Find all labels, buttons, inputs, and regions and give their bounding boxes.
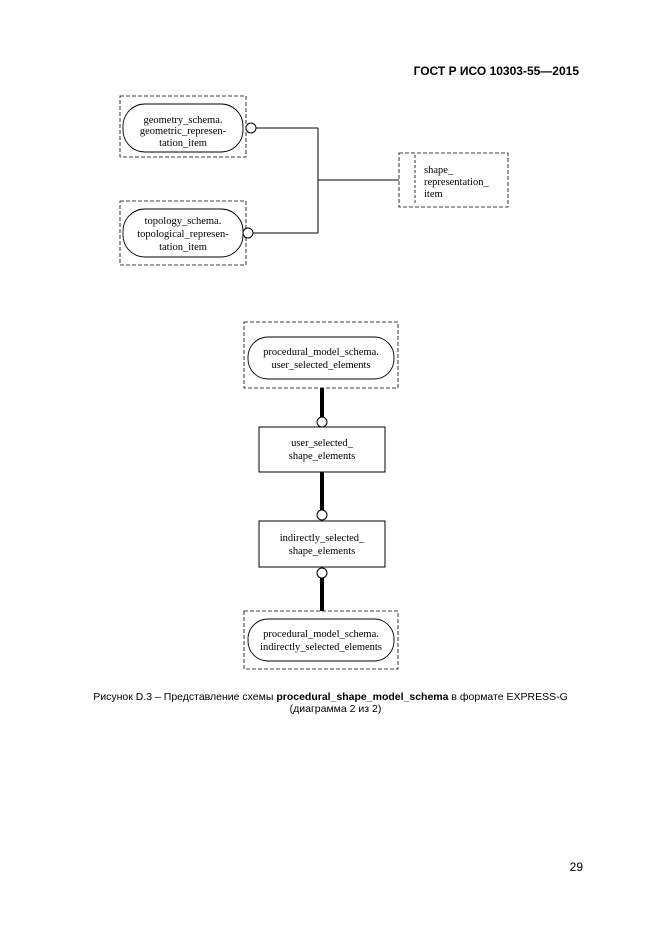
diagram-1-connectors — [242, 122, 399, 239]
caption-suffix: в формате EXPRESS-G — [448, 691, 568, 703]
user-selected-shape-elements-entity: user_selected_ shape_elements — [258, 426, 386, 473]
topology-ref-line-2: topological_represen- — [137, 229, 229, 240]
entity1-line-2: shape_elements — [289, 451, 355, 462]
shape-rep-line-1: shape_ — [424, 165, 454, 176]
caption-line-1: Рисунок D.3 – Представление схемы proced… — [0, 691, 661, 703]
caption-line-2: (диаграмма 2 из 2) — [289, 703, 382, 715]
document-header: ГОСТ Р ИСО 10303-55—2015 — [413, 64, 579, 78]
geometry-ref-line-2: geometric_represen- — [140, 126, 227, 137]
geometry-ref-line-1: geometry_schema. — [143, 115, 222, 126]
topology-ref-line-1: topology_schema. — [145, 216, 222, 227]
user-selected-elements-reference: procedural_model_schema. user_selected_e… — [243, 321, 399, 389]
entity2-line-1: indirectly_selected_ — [280, 533, 365, 544]
geometry-ref-line-3: tation_item — [159, 138, 207, 149]
caption-prefix: Рисунок D.3 – Представление схемы — [93, 691, 277, 703]
top-ref-line-1: procedural_model_schema. — [263, 347, 379, 358]
diagram-2-connectors — [316, 388, 328, 611]
figure-caption: Рисунок D.3 – Представление схемы proced… — [0, 691, 661, 715]
shape-rep-line-2: representation_ — [424, 177, 489, 188]
topology-schema-reference: topology_schema. topological_represen- t… — [119, 200, 247, 266]
shape-rep-line-3: item — [424, 189, 443, 200]
indirectly-selected-shape-elements-entity: indirectly_selected_ shape_elements — [258, 520, 386, 568]
entity1-line-1: user_selected_ — [291, 438, 354, 449]
top-ref-line-2: user_selected_elements — [271, 360, 370, 371]
page-number: 29 — [569, 860, 583, 874]
entity2-line-2: shape_elements — [289, 546, 355, 557]
bottom-ref-line-2: indirectly_selected_elements — [260, 642, 382, 653]
caption-schema-name: procedural_shape_model_schema — [276, 691, 449, 703]
indirectly-selected-elements-reference: procedural_model_schema. indirectly_sele… — [243, 610, 399, 670]
diagram-1: geometry_schema. geometric_represen- tat… — [119, 95, 509, 266]
shape-representation-item-reference: shape_ representation_ item — [398, 152, 509, 208]
geometry-schema-reference: geometry_schema. geometric_represen- tat… — [119, 95, 247, 158]
diagram-2: procedural_model_schema. user_selected_e… — [243, 321, 399, 670]
bottom-ref-line-1: procedural_model_schema. — [263, 629, 379, 640]
topology-ref-line-3: tation_item — [159, 242, 207, 253]
